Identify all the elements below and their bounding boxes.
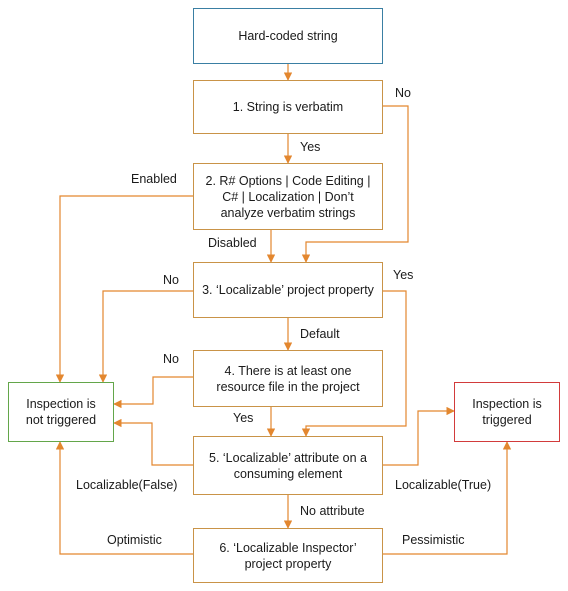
edge-resource-no: [113, 376, 193, 409]
label-property-no: No: [163, 273, 179, 287]
resource-file-decision: 4. There is at least one resource file i…: [193, 350, 383, 407]
triggered-outcome: Inspection is triggered: [454, 382, 560, 442]
edge-options-enabled: [55, 195, 193, 383]
options-decision: 2. R# Options | Code Editing | C# | Loca…: [193, 163, 383, 230]
label-resource-no: No: [163, 352, 179, 366]
edge-property-no: [98, 290, 193, 383]
options-decision-label: 2. R# Options | Code Editing | C# | Loca…: [205, 173, 371, 220]
label-attribute-none: No attribute: [300, 504, 365, 518]
inspector-property-decision-label: 6. ‘Localizable Inspector’ project prope…: [219, 540, 357, 571]
label-inspector-optimistic: Optimistic: [107, 533, 162, 547]
verbatim-decision-label: 1. String is verbatim: [232, 100, 344, 114]
edge-property-yes: [301, 290, 407, 437]
edge-attribute-false: [113, 418, 193, 466]
label-options-enabled: Enabled: [131, 172, 177, 186]
localizable-property-decision-label: 3. ‘Localizable’ project property: [202, 283, 374, 297]
edge-attribute-true: [382, 406, 455, 466]
edge-verbatim-no: [301, 105, 409, 263]
verbatim-decision: 1. String is verbatim: [193, 80, 383, 134]
label-property-default: Default: [300, 327, 340, 341]
label-inspector-pessimistic: Pessimistic: [402, 533, 465, 547]
label-attribute-false: Localizable(False): [76, 478, 178, 492]
label-resource-yes: Yes: [233, 411, 254, 425]
attribute-decision: 5. ‘Localizable’ attribute on a consumin…: [193, 436, 383, 495]
not-triggered-outcome-label: Inspection is not triggered: [25, 397, 97, 427]
attribute-decision-label: 5. ‘Localizable’ attribute on a consumin…: [209, 450, 367, 481]
start-node: Hard-coded string: [193, 8, 383, 64]
not-triggered-outcome: Inspection is not triggered: [8, 382, 114, 442]
label-property-yes: Yes: [393, 268, 414, 282]
label-verbatim-yes: Yes: [300, 140, 321, 154]
triggered-outcome-label: Inspection is triggered: [472, 397, 542, 427]
edge-inspector-optimistic: [55, 441, 193, 555]
localizable-property-decision: 3. ‘Localizable’ project property: [193, 262, 383, 318]
label-attribute-true: Localizable(True): [395, 478, 492, 492]
label-options-disabled: Disabled: [208, 236, 257, 250]
resource-file-decision-label: 4. There is at least one resource file i…: [216, 363, 360, 394]
edge-inspector-pessimistic: [382, 441, 512, 555]
label-verbatim-no: No: [395, 86, 411, 100]
start-node-label: Hard-coded string: [238, 29, 338, 43]
inspector-property-decision: 6. ‘Localizable Inspector’ project prope…: [193, 528, 383, 583]
